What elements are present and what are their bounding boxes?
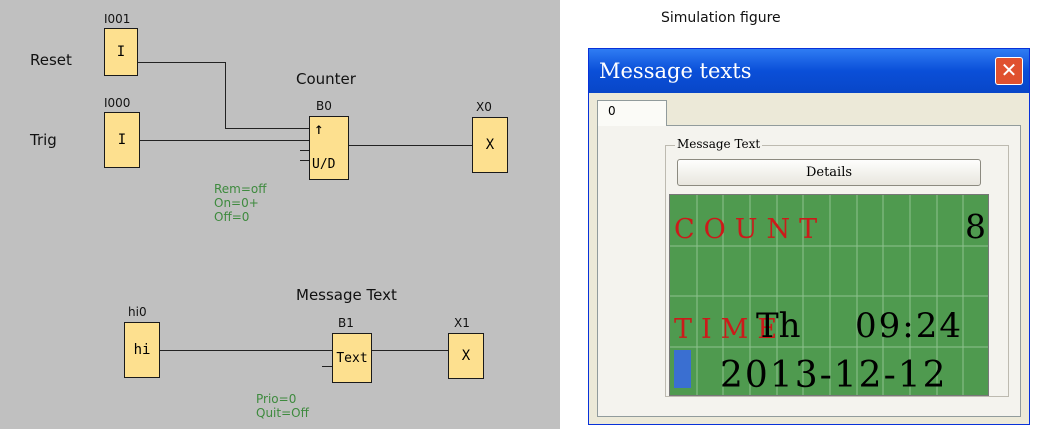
input-stub: [300, 150, 310, 151]
block-id-label: B1: [338, 316, 354, 330]
output-block-x1[interactable]: X: [448, 333, 484, 379]
count-label: COUNT: [674, 214, 827, 245]
lcd-row-4: 2013-12-12: [670, 346, 988, 396]
lcd-cursor: [674, 350, 691, 388]
count-value: 8: [965, 207, 986, 246]
input-block-i000[interactable]: I: [104, 112, 140, 168]
wire-reset: [225, 62, 226, 129]
function-block-diagram: I001 Reset I I000 Trig I Counter B0 ↑ U/…: [0, 0, 560, 429]
details-button[interactable]: Details: [677, 159, 981, 186]
group-label: Message Text: [675, 137, 763, 151]
message-text-group: [665, 145, 1009, 397]
message-text-title: Message Text: [296, 286, 397, 304]
wire-trig: [140, 140, 310, 141]
wire-hi: [160, 350, 333, 351]
input-stub: [300, 160, 310, 161]
time-value: 09:24: [855, 306, 963, 346]
day-value: Th: [756, 306, 801, 346]
date-value: 2013-12-12: [720, 355, 948, 396]
up-down-label: U/D: [312, 157, 336, 172]
lcd-row-1: COUNT 8: [670, 195, 988, 245]
output-block-x0[interactable]: X: [472, 117, 508, 173]
block-id-label: I001: [104, 12, 131, 26]
param-line: Quit=Off: [256, 406, 309, 420]
window-title: Message texts: [599, 59, 752, 83]
simulation-caption: Simulation figure: [661, 10, 781, 26]
param-line: Rem=off: [214, 182, 267, 196]
block-id-label: X0: [476, 100, 492, 114]
param-line: Off=0: [214, 210, 250, 224]
input-block-i001[interactable]: I: [104, 28, 138, 76]
hi-block-hi0[interactable]: hi: [124, 322, 160, 378]
lcd-display: COUNT 8 TIME Th 09:24 2013-12-12: [669, 194, 989, 396]
counter-params: Rem=off On=0+ Off=0: [214, 182, 267, 224]
tab-0[interactable]: 0: [597, 100, 667, 126]
block-id-label: I000: [104, 96, 131, 110]
counter-block-b0[interactable]: ↑ U/D: [309, 116, 349, 180]
count-up-glyph: ↑: [314, 119, 324, 138]
block-id-label: B0: [316, 99, 332, 113]
counter-title: Counter: [296, 70, 356, 88]
param-line: Prio=0: [256, 392, 297, 406]
lcd-grid: [670, 195, 988, 395]
tab-label: 0: [608, 104, 616, 118]
block-glyph: X: [485, 137, 495, 153]
block-glyph: I: [117, 132, 127, 148]
block-glyph: I: [116, 44, 126, 60]
block-glyph: hi: [133, 342, 151, 358]
time-label: TIME: [674, 314, 787, 345]
block-id-label: X1: [454, 316, 470, 330]
block-glyph: Text: [336, 350, 368, 366]
message-params: Prio=0 Quit=Off: [256, 392, 309, 420]
message-texts-window: Message texts ✕ 0 Message Text Details C…: [588, 48, 1030, 425]
block-id-label: hi0: [128, 305, 147, 319]
close-icon: ✕: [1000, 58, 1018, 82]
wire-counter-out: [349, 145, 473, 146]
wire-reset: [225, 128, 310, 129]
wire-reset: [138, 62, 226, 63]
lcd-row-3: TIME Th 09:24: [670, 295, 988, 345]
param-line: On=0+: [214, 196, 259, 210]
input-label-trig: Trig: [30, 131, 57, 149]
message-text-block-b1[interactable]: Text: [332, 333, 372, 383]
title-bar[interactable]: Message texts ✕: [589, 49, 1029, 93]
input-stub: [322, 366, 332, 367]
block-glyph: X: [461, 348, 471, 364]
input-label-reset: Reset: [30, 51, 72, 69]
close-button[interactable]: ✕: [995, 57, 1023, 85]
wire-text-out: [372, 350, 448, 351]
